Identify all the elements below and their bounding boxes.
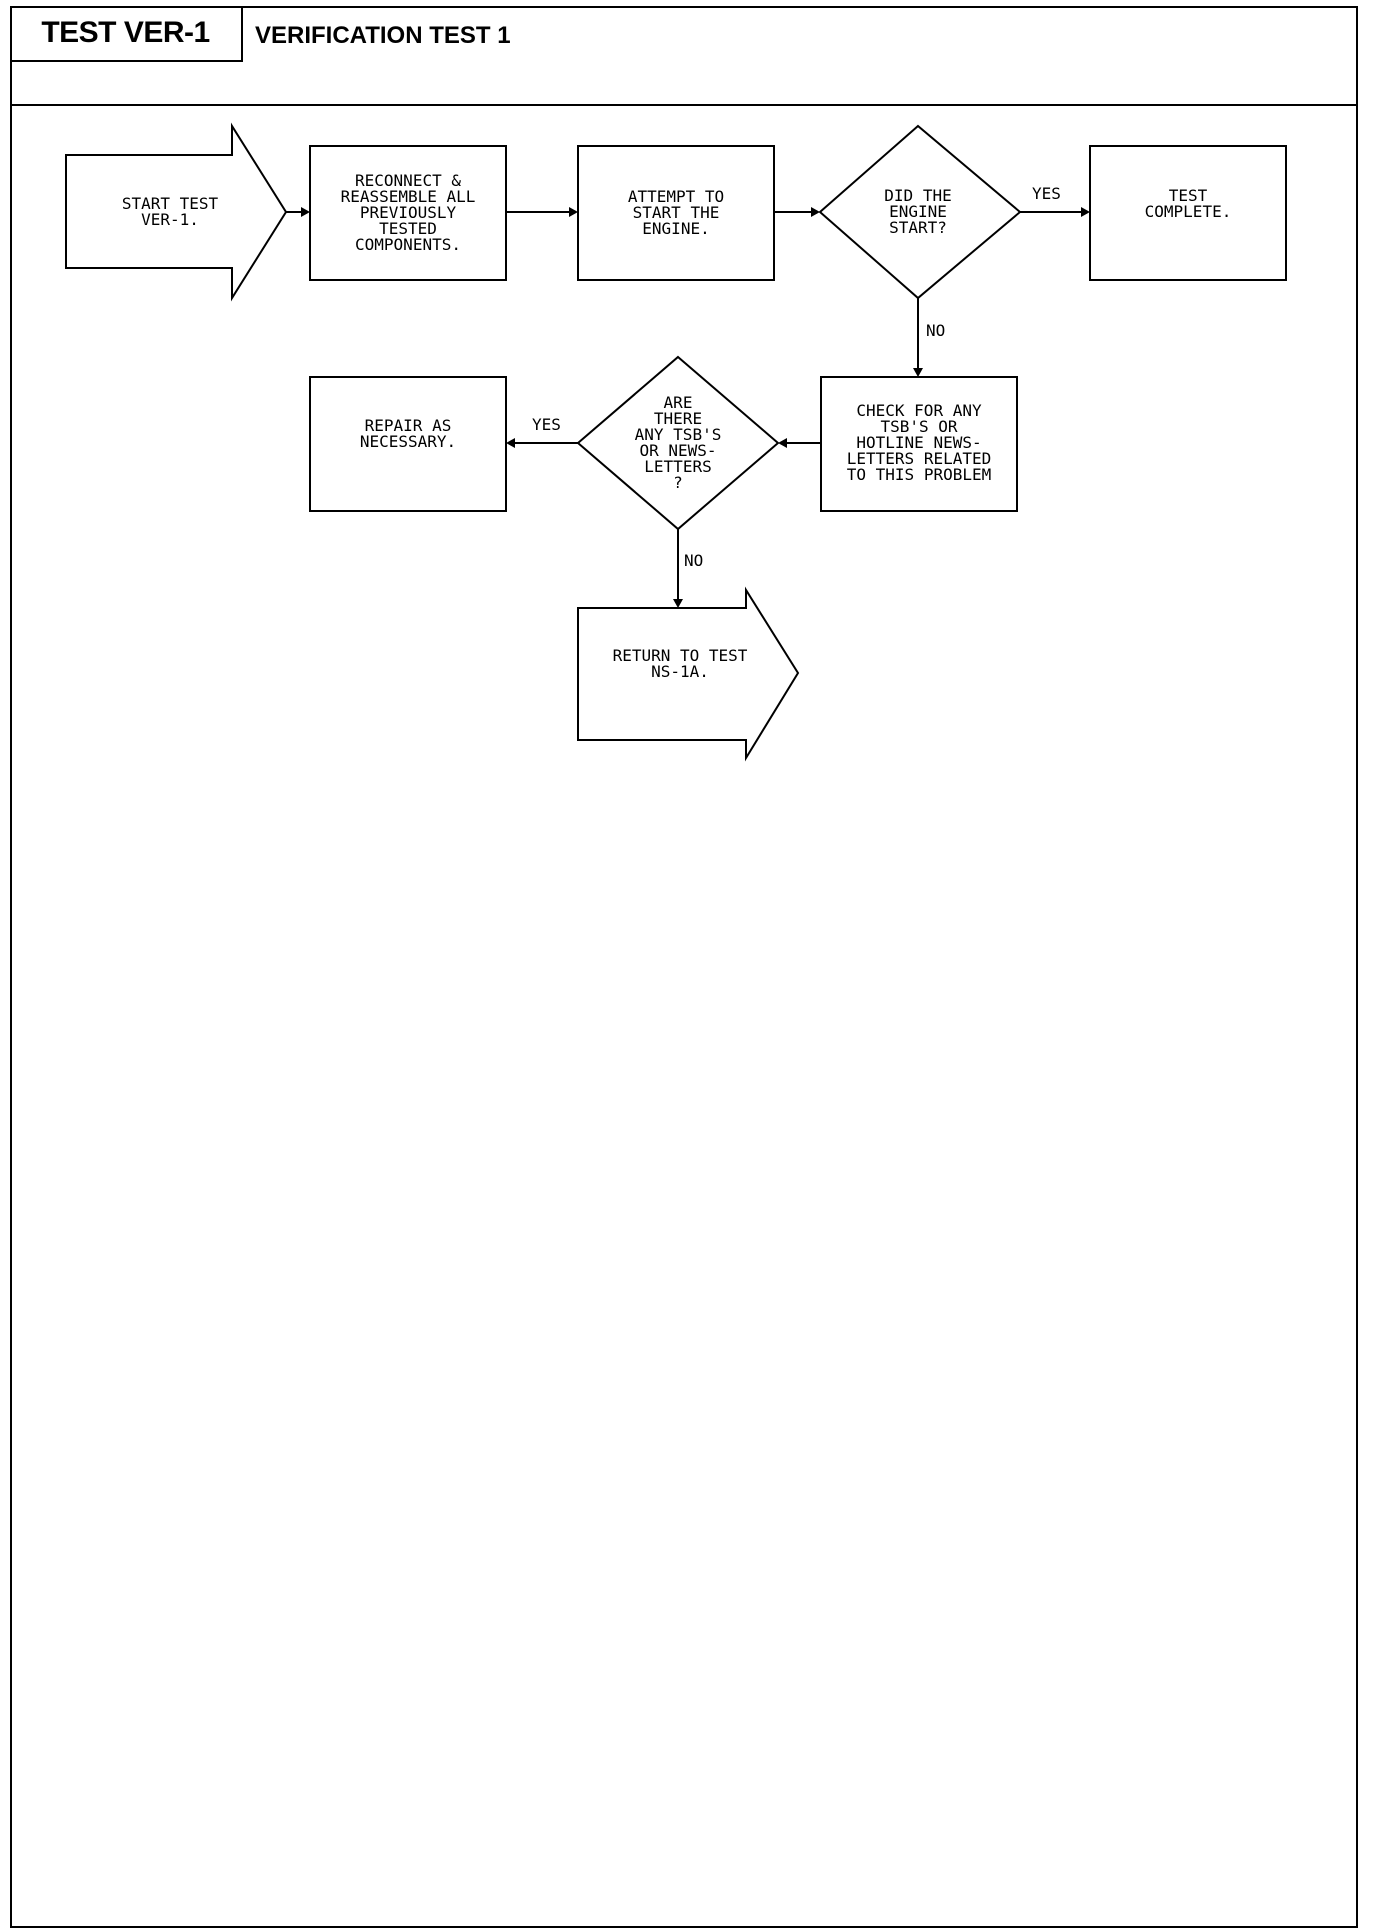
node-text-line: NECESSARY. xyxy=(360,432,456,451)
node-text-line: REPAIR AS xyxy=(365,416,452,435)
node-text-line: ? xyxy=(673,473,683,492)
node-text-line: TEST xyxy=(1169,186,1208,205)
node-text-line: ANY TSB'S xyxy=(635,425,722,444)
arrowhead-attempt-to-decision xyxy=(811,207,820,217)
page-title: VERIFICATION TEST 1 xyxy=(255,22,511,49)
node-text-line: THERE xyxy=(654,409,702,428)
node-text-line: START? xyxy=(889,218,947,237)
node-text-line: PREVIOUSLY xyxy=(360,203,457,222)
node-text-line: START THE xyxy=(633,203,720,222)
node-text-line: RETURN TO TEST xyxy=(613,646,748,665)
arrowhead-start-to-reconnect xyxy=(301,207,310,217)
node-text-line: CHECK FOR ANY xyxy=(856,401,982,420)
node-text-line: TSB'S OR xyxy=(880,417,957,436)
arrowhead-reconnect-to-attempt xyxy=(569,207,578,217)
edge-label-yes-complete: YES xyxy=(1032,184,1061,203)
node-text-line: RECONNECT & xyxy=(355,171,461,190)
edge-label-yes-repair: YES xyxy=(532,415,561,434)
node-text-line: OR NEWS- xyxy=(639,441,716,460)
test-id: TEST VER-1 xyxy=(10,6,243,62)
node-text-line: COMPONENTS. xyxy=(355,235,461,254)
edge-label-no-return: NO xyxy=(684,551,703,570)
node-text-line: COMPLETE. xyxy=(1145,202,1232,221)
arrowhead-any-tsb-to-repair xyxy=(506,438,515,448)
connectors xyxy=(286,207,1090,608)
arrowhead-check-to-any-tsb xyxy=(778,438,787,448)
node-text-line: LETTERS xyxy=(644,457,711,476)
header-band xyxy=(10,6,1358,106)
node-text-line: NS-1A. xyxy=(651,662,709,681)
arrowhead-decision-to-complete xyxy=(1081,207,1090,217)
node-text-line: ATTEMPT TO xyxy=(628,187,724,206)
edge-label-no-check: NO xyxy=(926,321,945,340)
arrowhead-any-tsb-to-return xyxy=(673,599,683,608)
node-text-line: TO THIS PROBLEM xyxy=(847,465,992,484)
arrowhead-decision-to-check xyxy=(913,368,923,377)
node-text-line: HOTLINE NEWS- xyxy=(856,433,981,452)
page-frame xyxy=(10,6,1358,1928)
node-text-line: ENGINE. xyxy=(642,219,709,238)
node-text-line: LETTERS RELATED xyxy=(847,449,992,468)
node-text-line: TESTED xyxy=(379,219,437,238)
node-text-line: ARE xyxy=(664,393,693,412)
node-text-line: DID THE xyxy=(884,186,951,205)
node-text-line: ENGINE xyxy=(889,202,947,221)
node-text-line: VER-1. xyxy=(141,210,199,229)
node-text-line: START TEST xyxy=(122,194,219,213)
node-text-line: REASSEMBLE ALL xyxy=(341,187,476,206)
